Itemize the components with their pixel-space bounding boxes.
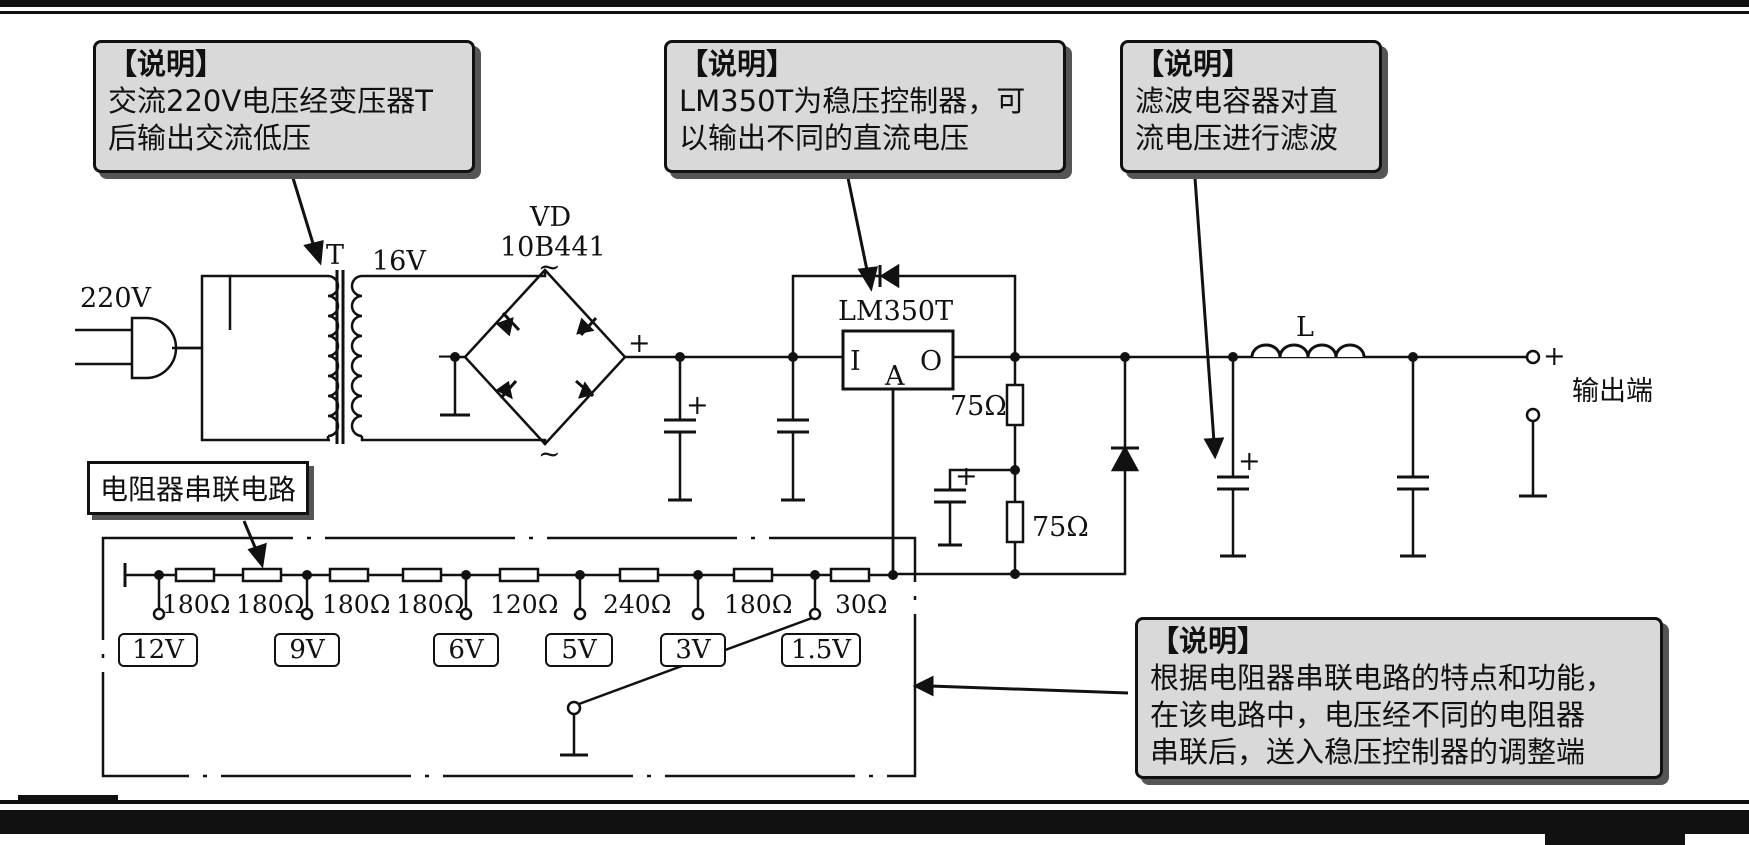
regulator-part-label: LM350T [838, 296, 953, 327]
divider-frame [101, 536, 917, 778]
callout-arrows [242, 177, 1225, 697]
resistor-value: 180Ω [396, 590, 464, 619]
output-plus-label: + [1543, 341, 1566, 372]
filter-cap-plus-label: + [1238, 446, 1261, 477]
resistor-value: 120Ω [490, 590, 558, 619]
note-heading: 【说明】 [1150, 624, 1267, 658]
junction-dots [450, 352, 1418, 579]
note-line: 流电压进行滤波 [1135, 121, 1339, 155]
resistor-chain [123, 389, 895, 587]
chain-dots [154, 570, 898, 580]
regulator-block [791, 274, 1017, 574]
note-line: 在该电路中，电压经不同的电阻器 [1150, 698, 1586, 732]
resistor-value: 180Ω [322, 590, 390, 619]
note-line: 交流220V电压经变压器T [108, 84, 433, 118]
divider-title: 电阻器串联电路 [100, 473, 297, 506]
power-plug [75, 274, 330, 442]
note-line: 滤波电容器对直 [1135, 84, 1339, 118]
note-filter: 【说明】 滤波电容器对直 流电压进行滤波 [1120, 40, 1382, 173]
regulator-pin-i: I [850, 346, 861, 377]
resistor-value: 180Ω [236, 590, 304, 619]
note-line: LM350T为稳压控制器，可 [679, 84, 1026, 118]
cap1-plus-label: + [686, 390, 709, 421]
note-heading: 【说明】 [679, 47, 796, 81]
note-regulator: 【说明】 LM350T为稳压控制器，可 以输出不同的直流电压 [664, 40, 1066, 173]
input-capacitor-2 [777, 357, 809, 502]
inductor-label: L [1296, 312, 1314, 343]
resistor-lower-label: 75Ω [1032, 512, 1089, 543]
filter-capacitor-2 [1397, 357, 1429, 558]
inductor-l [1250, 343, 1366, 358]
regulator-pin-a: A [884, 361, 905, 392]
note-line: 串联后，送入稳压控制器的调整端 [1150, 735, 1586, 769]
protection-diode [893, 357, 1140, 576]
adjust-resistors [934, 357, 1025, 574]
transformer-ref-label: T [326, 240, 344, 271]
note-heading: 【说明】 [108, 47, 225, 81]
adjust-cap-plus-label: + [955, 461, 978, 492]
bridge-part-label: 10B441 [500, 232, 606, 263]
tap-voltage-label: 9V [274, 633, 340, 667]
note-divider: 【说明】 根据电阻器串联电路的特点和功能， 在该电路中，电压经不同的电阻器 串联… [1135, 617, 1663, 779]
filter-capacitor-1 [1217, 357, 1249, 558]
bridge-ac-top-label: ~ [538, 252, 561, 283]
tap-voltage-label: 5V [545, 633, 613, 667]
bypass-diode [878, 263, 900, 289]
resistor-value: 180Ω [724, 590, 792, 619]
bridge-ref-label: VD [529, 202, 571, 233]
bridge-diode [495, 311, 598, 400]
resistor-upper-label: 75Ω [950, 391, 1007, 422]
output-terminal [1519, 349, 1547, 498]
tap-voltage-label: 3V [660, 633, 726, 667]
note-line: 后输出交流低压 [108, 121, 312, 155]
resistor-value: 180Ω [162, 590, 230, 619]
resistor-value: 30Ω [835, 590, 888, 619]
note-line: 根据电阻器串联电路的特点和功能， [1150, 661, 1615, 695]
bridge-ac-bottom-label: ~ [538, 439, 561, 470]
note-line: 以输出不同的直流电压 [679, 121, 970, 155]
input-voltage-label: 220V [80, 283, 152, 314]
input-capacitor-1 [664, 357, 696, 502]
bridge-plus-label: + [628, 328, 651, 359]
secondary-voltage-label: 16V [372, 246, 426, 277]
resistor-value: 240Ω [603, 590, 671, 619]
note-heading: 【说明】 [1135, 47, 1252, 81]
note-transformer: 【说明】 交流220V电压经变压器T 后输出交流低压 [93, 40, 475, 173]
tap-voltage-label: 12V [118, 633, 198, 667]
output-terminal-label: 输出端 [1572, 376, 1653, 407]
bridge-rectifier [440, 268, 1530, 446]
tap-voltage-label: 6V [433, 633, 499, 667]
bridge-minus-label: − [436, 341, 459, 372]
divider-title-box: 电阻器串联电路 [87, 461, 310, 515]
transformer [230, 270, 547, 445]
regulator-pin-o: O [920, 346, 942, 377]
tap-voltage-label: 1.5V [781, 633, 861, 667]
